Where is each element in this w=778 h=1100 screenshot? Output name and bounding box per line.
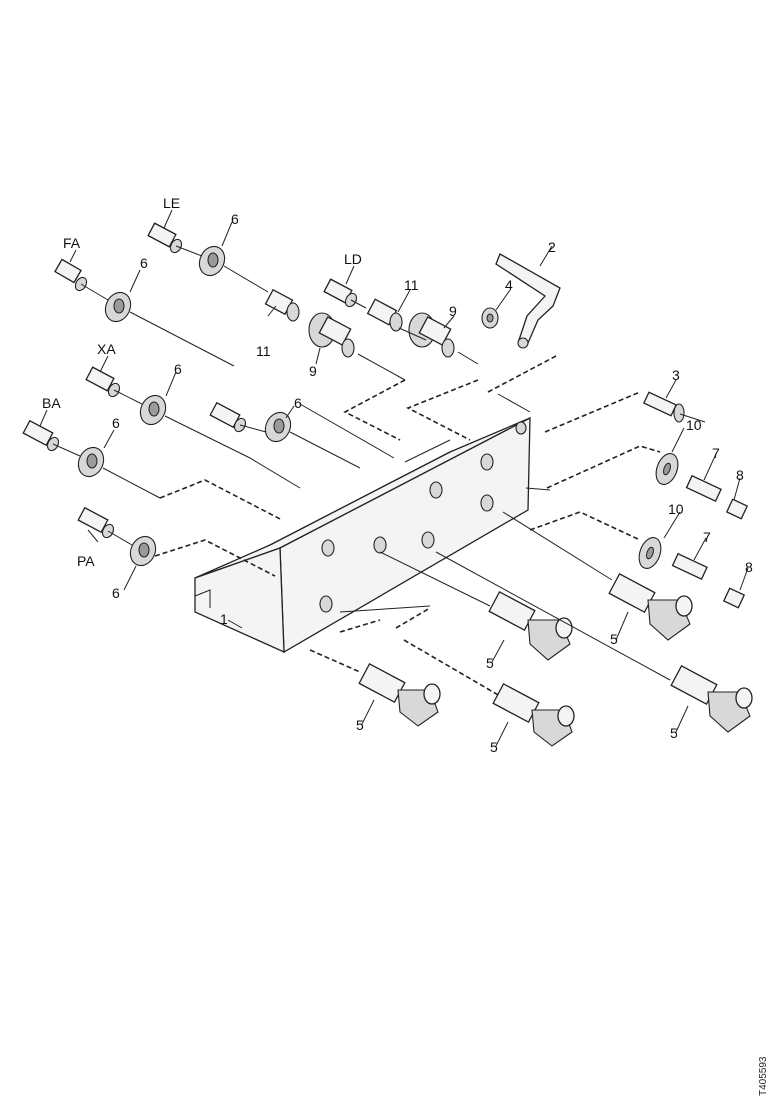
callout-10-b: 10 (668, 501, 684, 517)
callout-4: 4 (505, 277, 513, 293)
plug-blank (209, 401, 247, 433)
nut-6-a (104, 291, 132, 323)
callout-7-a: 7 (712, 445, 720, 461)
nut-6-c (139, 394, 167, 426)
callout-8-b: 8 (745, 559, 753, 575)
nut-6-d (77, 446, 105, 478)
connector-5-a (358, 663, 441, 727)
bushing-11-b (366, 298, 403, 332)
callout-8-a: 8 (736, 467, 744, 483)
washer-10-a (655, 453, 679, 485)
callout-6-a: 6 (140, 255, 148, 271)
leader-lines (39, 209, 749, 747)
part-callouts: 1 2 3 4 5 5 5 5 5 6 6 6 6 6 6 7 7 8 8 9 … (112, 211, 753, 755)
connector-5-e (670, 665, 753, 733)
connector-5-c (492, 683, 575, 747)
mounting-bracket (194, 416, 531, 654)
callout-5-a: 5 (356, 717, 364, 733)
plug-le (147, 222, 183, 254)
plug-ld (323, 278, 358, 308)
callout-10-a: 10 (686, 417, 702, 433)
bushing-11-a (264, 288, 300, 322)
nut-6-e (129, 535, 157, 567)
pin-7-a (685, 474, 722, 502)
callout-5-e: 5 (670, 725, 678, 741)
screw-3 (643, 391, 685, 423)
callout-9-a: 9 (309, 363, 317, 379)
callout-6-d: 6 (112, 415, 120, 431)
callout-11-b: 11 (404, 277, 419, 293)
connector-5-d (608, 573, 693, 641)
bushing-9-a (308, 312, 355, 358)
plug-fa (54, 258, 88, 292)
callout-5-c: 5 (490, 739, 498, 755)
callout-6-f: 6 (294, 395, 302, 411)
callout-6-b: 6 (231, 211, 239, 227)
plug-pa (77, 506, 115, 539)
callout-6-c: 6 (174, 361, 182, 377)
bushing-9-b (408, 312, 455, 358)
callout-5-b: 5 (486, 655, 494, 671)
label-le: LE (163, 195, 180, 211)
callout-3: 3 (672, 367, 680, 383)
reference-code: T405593 (758, 1056, 769, 1096)
label-ld: LD (344, 251, 362, 267)
label-ba: BA (42, 395, 61, 411)
callout-7-b: 7 (703, 529, 711, 545)
callout-11-a: 11 (256, 343, 271, 359)
lever-handle-2 (495, 253, 561, 349)
nut-4 (481, 307, 499, 329)
cap-8-b (722, 587, 746, 609)
connector-labels: FA LE LD XA BA PA (42, 195, 362, 569)
connector-5-b (488, 591, 573, 661)
label-xa: XA (97, 341, 116, 357)
callout-5-d: 5 (610, 631, 618, 647)
pin-7-b (671, 552, 708, 580)
nut-6-b (198, 245, 226, 277)
callout-6-e: 6 (112, 585, 120, 601)
callout-9-b: 9 (449, 303, 457, 319)
label-pa: PA (77, 553, 95, 569)
washer-10-b (638, 537, 662, 569)
plug-ba (22, 419, 60, 452)
callout-2: 2 (548, 239, 556, 255)
nut-6-f (264, 411, 292, 443)
label-fa: FA (63, 235, 81, 251)
plug-xa (85, 366, 121, 398)
cap-8-a (725, 498, 749, 520)
assembly-lines (52, 245, 706, 697)
callout-1: 1 (220, 611, 228, 627)
